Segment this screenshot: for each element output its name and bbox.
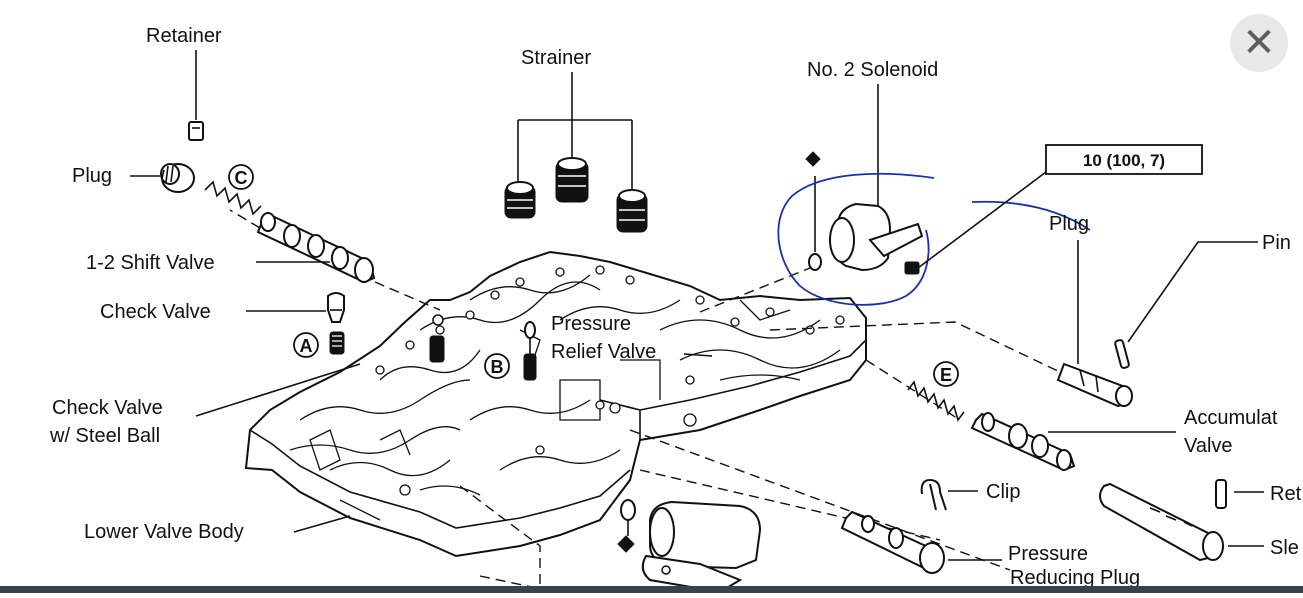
sleeve-part	[1099, 482, 1264, 562]
label-accumulator-1: Accumulat	[1184, 407, 1278, 429]
retainer-right-part	[1215, 479, 1264, 509]
close-icon: ✕	[1242, 20, 1276, 66]
label-solenoid: No. 2 Solenoid	[807, 59, 938, 81]
plug-right-part	[1056, 240, 1133, 408]
label-clip: Clip	[986, 481, 1020, 503]
callout-a: A	[293, 332, 319, 358]
label-pin: Pin	[1262, 232, 1291, 254]
accumulator-valve-part	[970, 412, 1176, 472]
label-pressure-relief-2: Relief Valve	[551, 341, 656, 363]
label-check-valve-ball-1: Check Valve	[52, 397, 163, 419]
label-accumulator-2: Valve	[1184, 435, 1233, 457]
label-pressure-relief-1: Pressure	[551, 313, 631, 335]
label-check-valve-ball-2: w/ Steel Ball	[49, 425, 160, 447]
spring-c-part	[204, 180, 262, 216]
callout-b: B	[484, 353, 510, 379]
torque-box	[1045, 144, 1203, 175]
solenoid-no2-part	[805, 84, 924, 275]
svg-text:B: B	[491, 357, 504, 377]
leader-lines	[195, 353, 713, 533]
bottom-bar	[0, 586, 1303, 593]
close-button[interactable]: ✕	[1230, 14, 1288, 72]
spring-casting-1	[429, 335, 445, 363]
pressure-relief-valve-part	[523, 321, 537, 381]
label-retainer-right: Ret	[1270, 483, 1302, 505]
callout-e: E	[933, 361, 959, 387]
blue-annotation	[777, 172, 1091, 306]
plug-left-part	[130, 163, 195, 193]
label-lower-valve-body: Lower Valve Body	[84, 521, 244, 543]
torque-leader	[917, 171, 1047, 269]
clip-part	[920, 478, 978, 511]
lower-valve-body-casting	[244, 250, 867, 558]
label-shift-valve: 1-2 Shift Valve	[86, 252, 215, 274]
pressure-reducing-plug-part	[840, 510, 1002, 574]
label-torque: 10 (100, 7)	[1083, 151, 1165, 170]
svg-text:E: E	[940, 365, 952, 385]
label-strainer: Strainer	[521, 47, 591, 69]
svg-text:C: C	[235, 168, 248, 188]
label-sleeve: Sle	[1270, 537, 1299, 559]
retainer-part	[188, 50, 204, 141]
pin-part	[1114, 241, 1258, 369]
spring-e-part	[907, 380, 965, 422]
callout-c: C	[228, 164, 254, 190]
spring-a-part	[329, 331, 345, 355]
label-retainer: Retainer	[146, 25, 222, 47]
label-plug-left: Plug	[72, 165, 112, 187]
strainer-parts	[504, 157, 648, 233]
label-check-valve: Check Valve	[100, 301, 211, 323]
check-valve-part	[246, 292, 345, 323]
strainer-bracket	[517, 72, 633, 194]
shift-valve-part	[256, 212, 376, 284]
svg-text:A: A	[300, 336, 313, 356]
label-pressure-reducing-1: Pressure	[1008, 543, 1088, 565]
solenoid-lower-part	[617, 499, 762, 594]
label-pressure-reducing-2: Reducing Plug	[1010, 567, 1140, 589]
label-plug-right: Plug	[1049, 213, 1089, 235]
